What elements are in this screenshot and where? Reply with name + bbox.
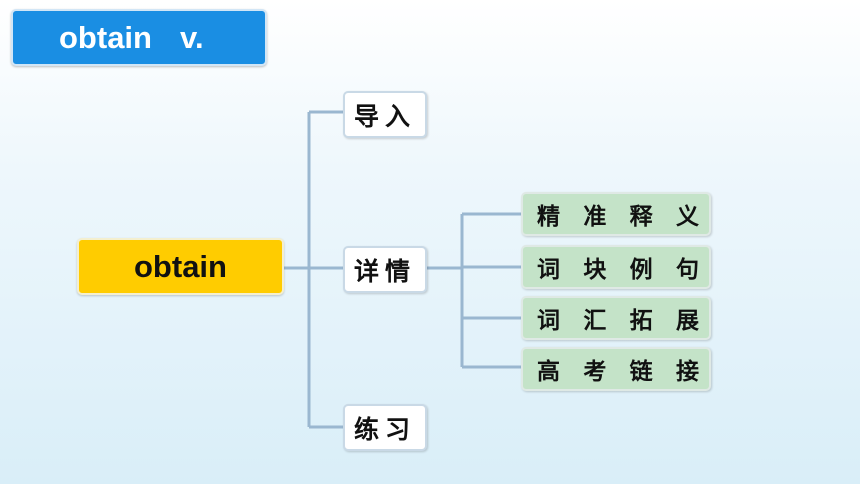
detail-char: 词 [537,257,560,283]
detail-char: 汇 [583,308,607,334]
branch-practice-button[interactable]: 练习 [343,404,427,451]
root-label: obtain [134,248,227,284]
detail-char: 句 [675,257,699,283]
detail-char: 展 [675,308,699,334]
title-part-of-speech: v. [180,19,204,55]
detail-char: 例 [629,257,653,283]
detail-char: 准 [583,204,607,230]
detail-char: 高 [537,359,560,385]
detail-char: 考 [583,359,607,385]
branch-details-button[interactable]: 详情 [343,246,427,293]
page-title: obtain v. [11,9,267,66]
detail-char: 词 [537,308,560,334]
title-word: obtain [59,19,152,55]
detail-phrases-button[interactable]: 词 块 例 句 [521,245,711,289]
detail-char: 释 [629,204,653,230]
detail-char: 义 [675,204,699,230]
branch-intro-label: 导入 [353,101,416,131]
detail-exam-link-button[interactable]: 高 考 链 接 [521,347,711,391]
detail-char: 接 [675,359,699,385]
branch-details-label: 详情 [353,256,416,286]
detail-char: 块 [583,257,607,283]
detail-char: 拓 [629,308,653,334]
detail-vocabulary-button[interactable]: 词 汇 拓 展 [521,296,711,340]
detail-char: 链 [629,359,653,385]
branch-practice-label: 练习 [353,414,416,444]
detail-definition-button[interactable]: 精 准 释 义 [521,192,711,236]
detail-char: 精 [537,204,560,230]
root-node: obtain [77,238,284,295]
branch-intro-button[interactable]: 导入 [343,91,427,138]
